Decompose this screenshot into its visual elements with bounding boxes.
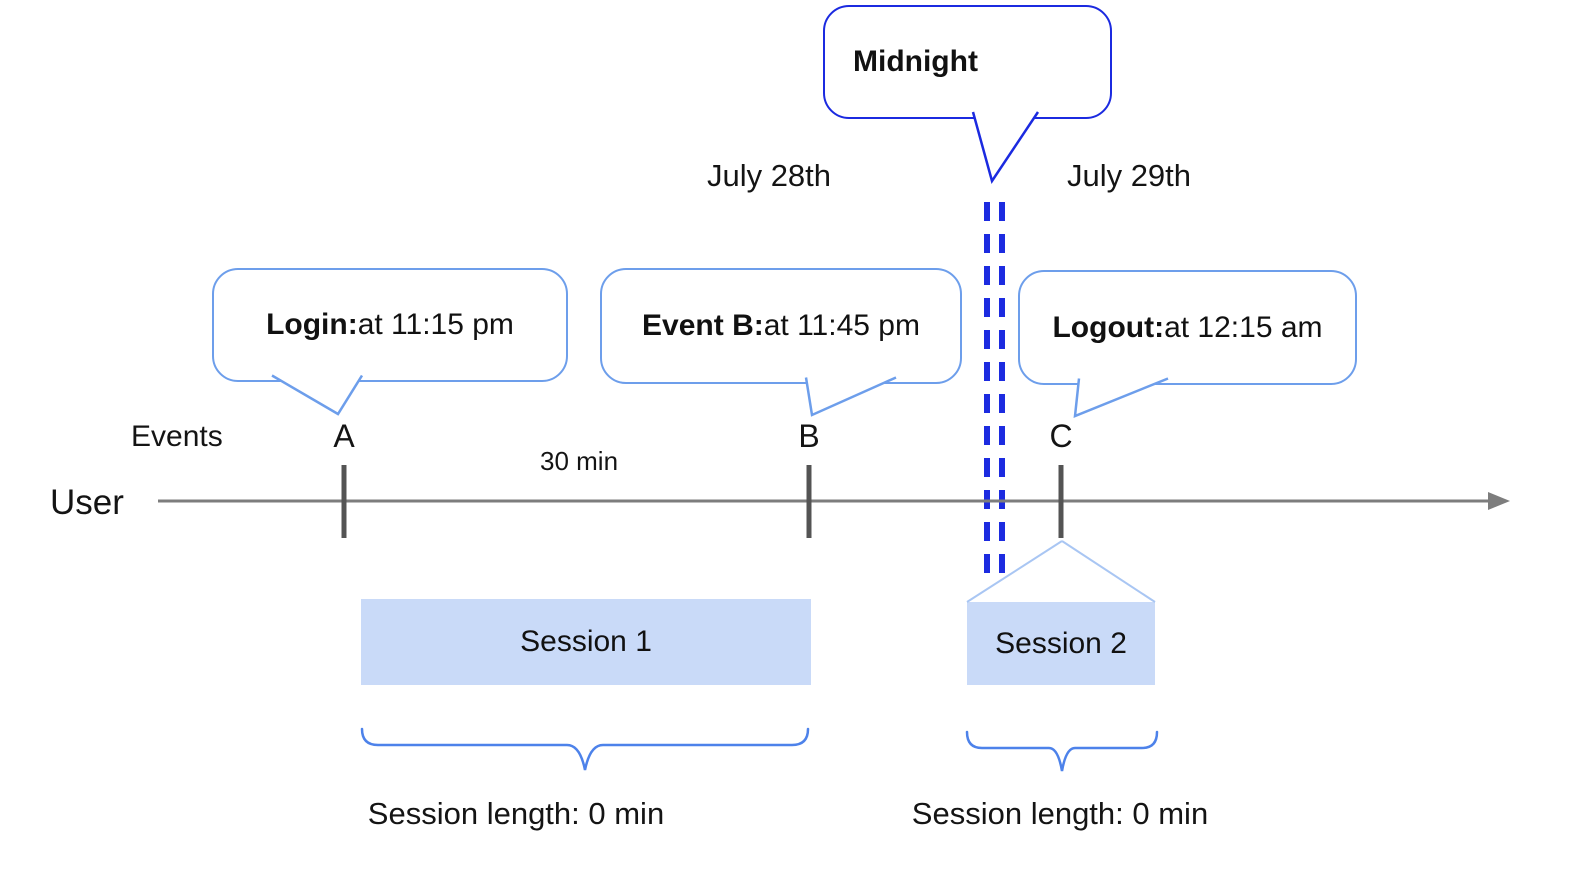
midnight-dashed-line [984, 202, 1005, 582]
event-b-callout: Event B: at 11:45 pm [600, 268, 962, 384]
session-2-label: Session 2 [995, 626, 1127, 660]
session-1-label: Session 1 [520, 625, 652, 658]
logout-callout-title: Logout: [1052, 310, 1165, 344]
event-marker-c: C [1049, 418, 1073, 454]
timeline-arrowhead-icon [1488, 492, 1510, 510]
logout-callout: Logout: at 12:15 am [1018, 270, 1357, 385]
user-axis-label: User [50, 483, 124, 522]
session-1-length-label: Session length: 0 min [367, 796, 665, 831]
user-timeline [158, 492, 1510, 510]
midnight-callout-label: Midnight [853, 45, 978, 78]
logout-callout-time: at 12:15 am [1164, 310, 1323, 344]
event-b-callout-title: Event B: [642, 309, 764, 342]
date-label-july-28: July 28th [706, 158, 832, 193]
session-2-connectors [966, 540, 1156, 603]
session-1-brace [360, 727, 810, 771]
login-callout-title: Login: [266, 308, 358, 341]
session-2-brace [965, 730, 1159, 772]
event-ticks [341, 465, 1064, 538]
event-marker-b: B [798, 418, 820, 454]
event-marker-a: A [333, 418, 355, 454]
login-callout: Login: at 11:15 pm [212, 268, 568, 382]
midnight-callout-pointer [971, 111, 1040, 184]
session-length-braces [360, 727, 1159, 772]
login-callout-time: at 11:15 pm [357, 308, 514, 341]
session-2-length-label: Session length: 0 min [911, 796, 1209, 831]
events-axis-label: Events [131, 420, 223, 453]
midnight-callout: Midnight [823, 5, 1112, 119]
session-2-box: Session 2 [967, 602, 1155, 685]
event-b-callout-time: at 11:45 pm [763, 309, 920, 342]
date-label-july-29: July 29th [1066, 158, 1192, 193]
interval-30min-label: 30 min [540, 446, 619, 476]
session-1-box: Session 1 [361, 599, 811, 685]
